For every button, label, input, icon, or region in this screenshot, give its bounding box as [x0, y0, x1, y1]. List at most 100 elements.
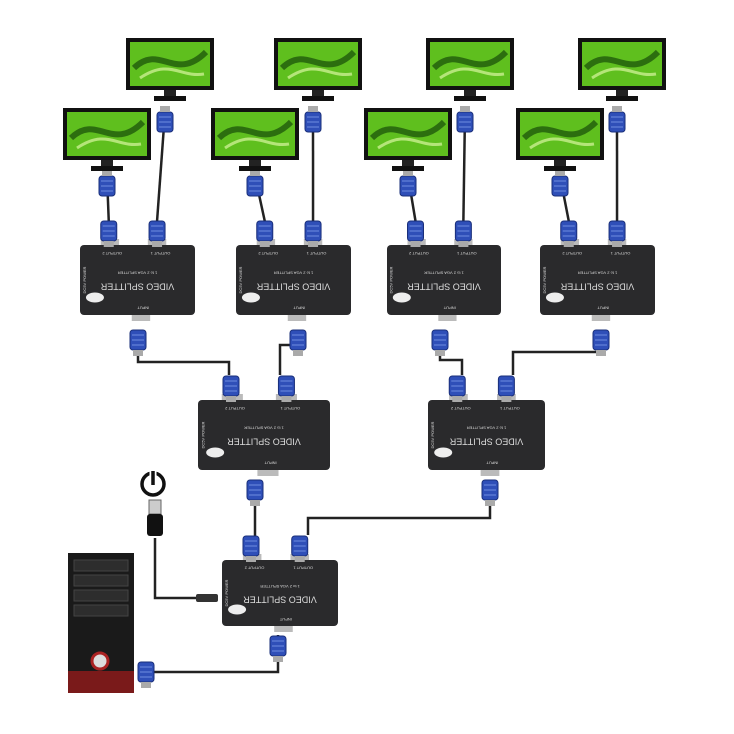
- output-1-label: OUTPUT 1: [306, 251, 326, 256]
- input-port: [287, 313, 307, 321]
- monitor-neck: [616, 90, 628, 96]
- input-label: INPUT: [443, 306, 456, 311]
- monitor-icon: [211, 108, 299, 171]
- output-1-label: OUTPUT 1: [499, 406, 519, 411]
- vga-connector-icon: [481, 479, 499, 506]
- splitter-body: [198, 400, 330, 470]
- monitor-wallpaper: [431, 49, 509, 71]
- splitter-subtitle: 1 to 2 VGA SPLITTER: [424, 271, 464, 276]
- output-1-label: OUTPUT 1: [456, 251, 476, 256]
- vga-connector-icon: [454, 220, 472, 247]
- monitor-wallpaper: [68, 119, 146, 141]
- output-1-label: OUTPUT 1: [280, 406, 300, 411]
- splitter-subtitle: 1 to 2 VGA SPLITTER: [578, 271, 618, 276]
- vga-connector-icon: [608, 220, 626, 247]
- vga-cable: [136, 330, 231, 375]
- vga-cable: [306, 480, 492, 535]
- monitor-wallpaper: [369, 119, 447, 141]
- vga-connector-icon: [137, 661, 155, 688]
- monitor-wallpaper: [216, 119, 294, 141]
- monitor-neck: [101, 160, 113, 166]
- pc-power-button: [90, 651, 110, 671]
- vga-connector-pins: [596, 350, 606, 356]
- input-port: [257, 468, 279, 476]
- vga-connector-pins: [612, 241, 623, 247]
- output-1-label: OUTPUT 1: [150, 251, 170, 256]
- input-port: [438, 313, 457, 321]
- vga-connector-pins: [410, 241, 421, 247]
- vga-connector-icon: [246, 479, 264, 506]
- splitter-title: VIDEO SPLITTER: [560, 282, 634, 292]
- monitor-icon: [274, 38, 362, 101]
- output-2-label: OUTPUT 2: [244, 566, 264, 571]
- output-2-label: OUTPUT 2: [258, 251, 278, 256]
- power-label: DC5V POWER: [201, 421, 206, 448]
- power-label: DC5V POWER: [542, 266, 547, 293]
- monitor-stand: [392, 166, 424, 171]
- splitter-title: VIDEO SPLITTER: [449, 437, 523, 447]
- pc-drive-bay: [73, 574, 129, 587]
- monitor-stand: [154, 96, 186, 101]
- monitor-neck: [554, 160, 566, 166]
- vga-connector-pins: [452, 396, 463, 402]
- vga-connector-pins: [273, 656, 283, 662]
- splitter-title: VIDEO SPLITTER: [243, 594, 317, 604]
- splitter-body: [540, 245, 655, 315]
- vga-connector-pins: [141, 682, 151, 688]
- brand-logo: [228, 604, 247, 615]
- vga-connector-pins: [555, 170, 565, 176]
- power-label: DC5V POWER: [238, 266, 243, 293]
- vga-connector-pins: [103, 241, 114, 247]
- monitor-wallpaper: [591, 67, 657, 80]
- monitor-stand: [239, 166, 271, 171]
- brand-logo: [241, 292, 260, 303]
- pc-base: [68, 671, 134, 693]
- vga-connector-icon: [246, 170, 264, 197]
- vga-connector-pins: [133, 350, 143, 356]
- output-2-label: OUTPUT 2: [224, 406, 244, 411]
- monitor-wallpaper: [521, 119, 599, 141]
- splitter-title: VIDEO SPLITTER: [227, 437, 301, 447]
- monitor-neck: [312, 90, 324, 96]
- vga-connector-icon: [407, 220, 424, 247]
- power-label: DC5V POWER: [82, 266, 87, 293]
- monitor-icon: [426, 38, 514, 101]
- output-1-label: OUTPUT 1: [293, 566, 313, 571]
- splitter-body: [80, 245, 195, 315]
- power-icon: [140, 470, 166, 497]
- vga-connector-pins: [435, 350, 445, 356]
- vga-connector-icon: [256, 220, 274, 247]
- vga-connector-icon: [551, 170, 569, 197]
- splitter-subtitle: 1 to 2 VGA SPLITTER: [274, 271, 314, 276]
- splitter-subtitle: 1 to 2 VGA SPLITTER: [118, 271, 158, 276]
- monitor-wallpaper: [76, 137, 142, 150]
- splitter-subtitle: 1 to 2 VGA SPLITTER: [244, 426, 284, 431]
- splitter-body: [387, 245, 501, 315]
- vga-connector-icon: [129, 329, 147, 356]
- monitor-stand: [302, 96, 334, 101]
- monitor-wallpaper: [439, 67, 505, 80]
- monitor-icon: [578, 38, 666, 101]
- vga-connector-pins: [294, 556, 305, 562]
- brand-logo: [545, 292, 564, 303]
- vga-connector-icon: [148, 220, 166, 247]
- monitor-neck: [464, 90, 476, 96]
- splitter-subtitle: 1 to 2 VGA SPLITTER: [467, 426, 507, 431]
- input-label: INPUT: [486, 461, 499, 466]
- input-label: INPUT: [264, 461, 277, 466]
- splitter-labels: VIDEO SPLITTER 1 to 2 VGA SPLITTER OUTPUT …: [430, 406, 523, 466]
- vga-cable: [153, 538, 205, 600]
- vga-connector-icon: [277, 375, 295, 402]
- vga-connector-pins: [259, 241, 270, 247]
- input-port: [591, 313, 611, 321]
- input-port: [274, 624, 293, 632]
- splitter-title: VIDEO SPLITTER: [256, 282, 330, 292]
- monitor-wallpaper: [377, 137, 443, 150]
